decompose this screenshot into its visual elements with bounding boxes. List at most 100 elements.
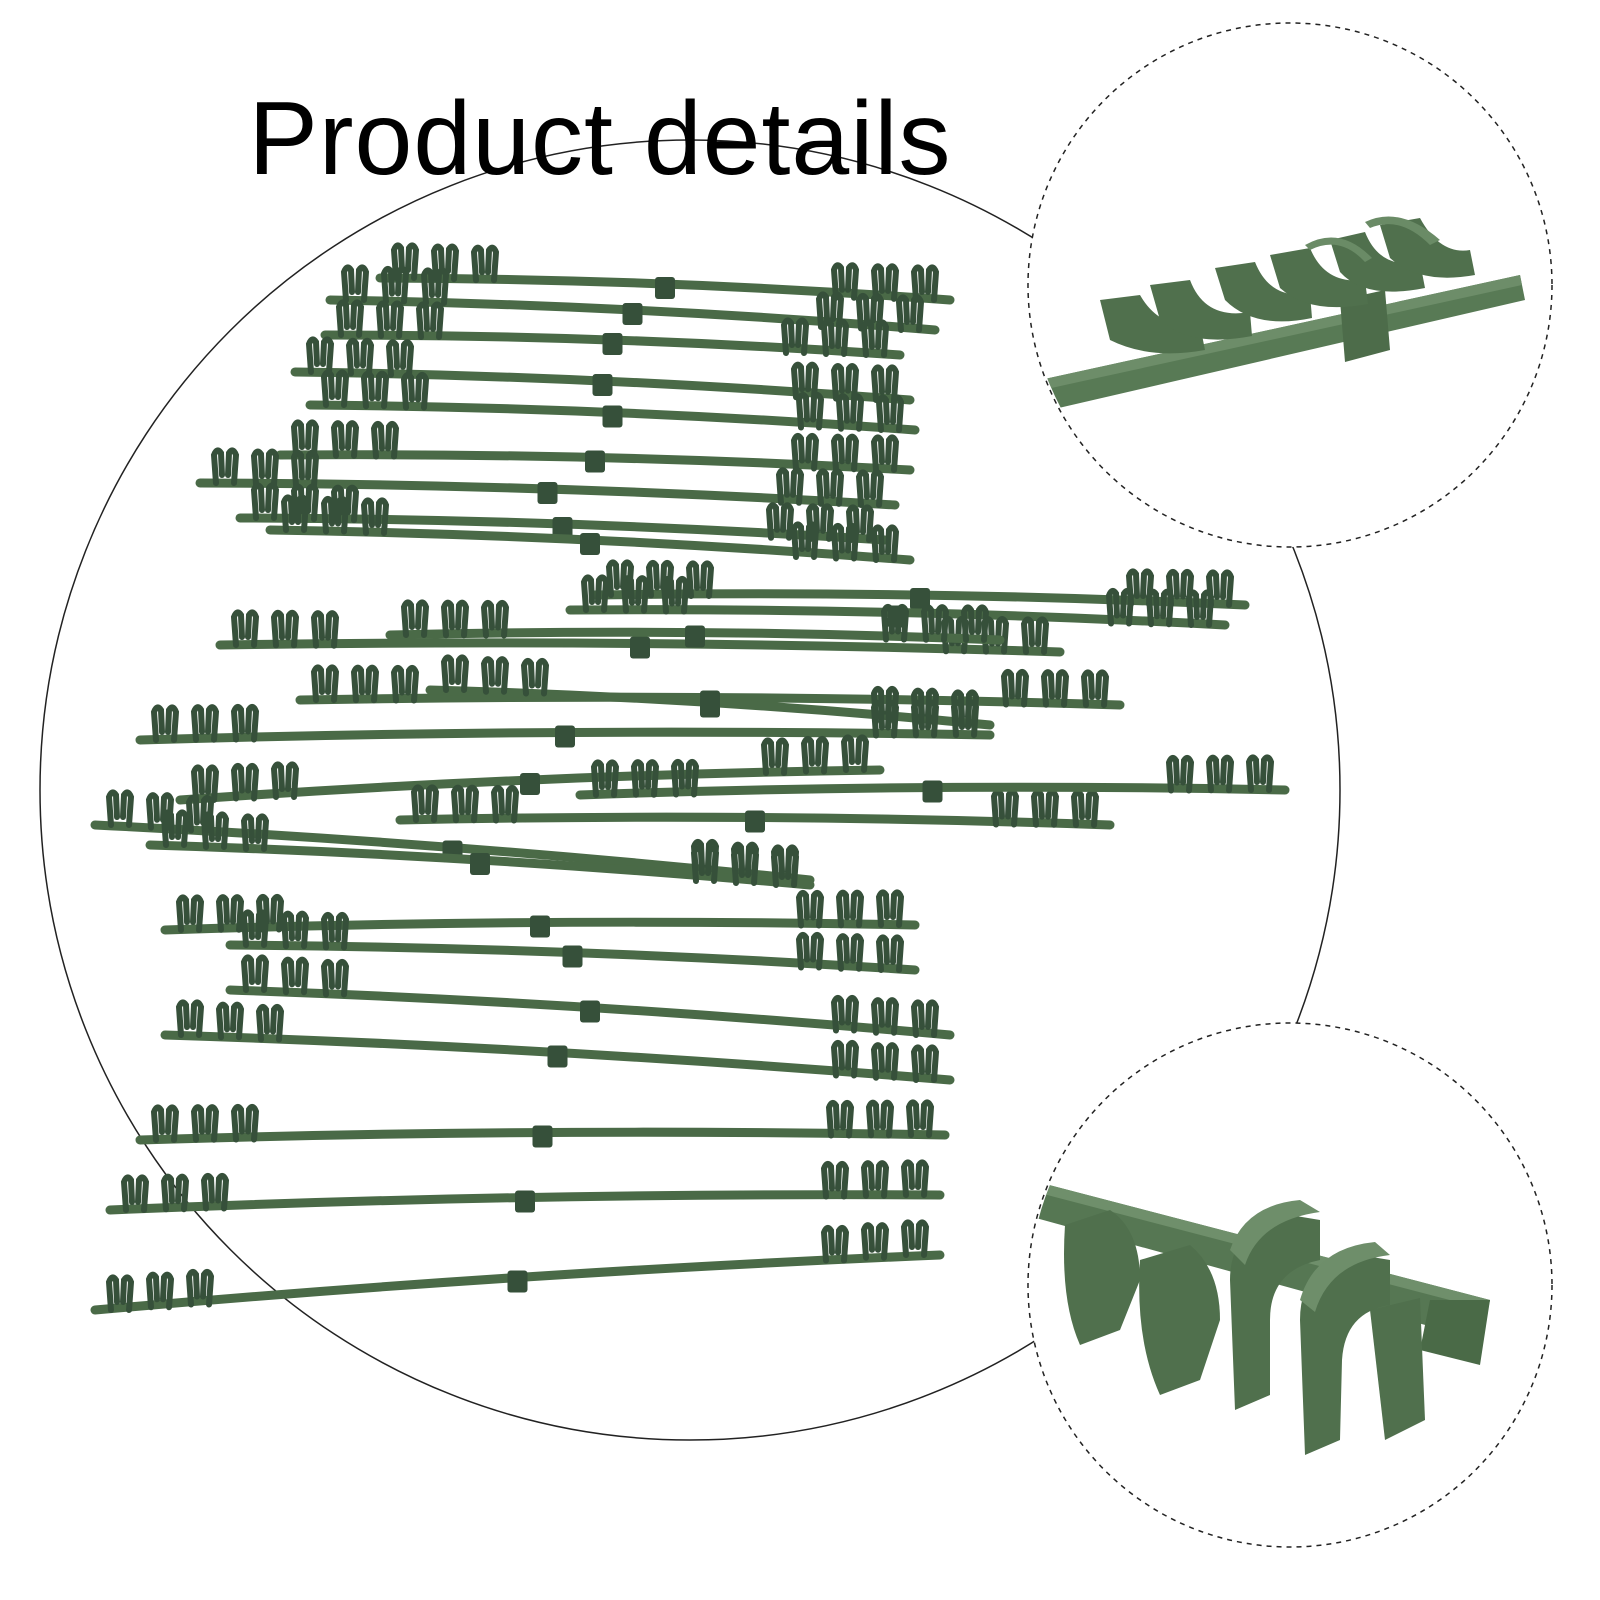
stake-clip [1245,754,1275,793]
stake-clip [145,1271,175,1311]
stake-tab [555,725,575,748]
stake-clip [830,522,860,562]
stake-clip [190,1104,220,1143]
stake-clip [770,849,800,888]
stake-clip [1125,568,1155,607]
stake-clip [765,502,795,541]
stake-clip [175,999,205,1038]
stake-clip [185,794,215,834]
stake-clip [1000,668,1030,708]
stake-tab [520,773,540,795]
stake-clip [430,243,460,283]
stake-clip [280,910,310,950]
stake-clip [790,361,820,401]
page-title: Product details [248,81,952,197]
stake-clip [690,838,720,878]
stake-clip [845,504,875,543]
stake-clip [390,242,420,281]
stake-clip [185,1268,215,1308]
stake-clip [280,494,310,533]
stake-tab [592,374,613,396]
stake-clip [580,574,610,613]
stake-clip [815,468,845,507]
stake-clip [870,685,900,725]
stake-clip [240,813,270,852]
stake-clip [360,370,390,410]
stake-clip [350,664,380,704]
stake-clip [805,503,835,542]
stake-clip [120,1174,150,1213]
stake-clip [800,735,830,775]
stake-clip [865,1099,895,1139]
stake-clip [320,958,350,998]
stake-tab [547,1045,568,1068]
stake-clip [1205,569,1235,608]
stake-clip [415,301,445,340]
stake-clip [410,784,440,823]
stake-clip [230,609,260,648]
stake-pile [90,242,1290,1315]
stake-tab [922,780,943,803]
stake-clip [990,788,1020,828]
stake-clip [490,784,520,824]
stake-clip [420,267,450,306]
stake-clip [630,759,660,798]
stake-clip [255,893,285,933]
stake-clip [1105,587,1135,627]
stake-clip [830,262,860,301]
stake-clip [330,484,360,524]
stake-tab [622,303,643,325]
stake-clip [1030,789,1060,828]
stake-clip [1145,588,1175,628]
stake-clip [240,909,270,948]
stake-clip [775,467,805,506]
stake-clip [1205,754,1235,794]
zoom-circle-top [1027,22,1553,548]
stake-clip [895,294,925,333]
stake-clip [230,762,260,802]
stake-clip [910,687,940,727]
stake-clip [1070,789,1100,828]
stake-clip [385,339,415,378]
stake-tab [515,1190,535,1213]
stake-clip [450,784,480,824]
stake-clip [345,337,375,377]
stake-tab [700,695,720,718]
stake-clip [870,263,900,302]
stake-clip [160,1173,190,1213]
stake-clip [620,575,650,614]
stake-clip [830,1039,860,1079]
stake-clip [215,894,245,933]
stake-clip [1080,669,1110,708]
stake-clip [860,1160,890,1199]
stake-clip [320,369,350,408]
stake-clip [905,1099,935,1138]
stake-clip [855,469,885,508]
stake-clip [820,318,850,357]
stake-clip [730,847,760,886]
stake-tab [507,1270,528,1293]
stake-clip [200,811,230,850]
stake-clip [825,1099,855,1139]
stake-clip [795,391,825,431]
stake-clip [795,889,825,929]
stake-clip [860,319,890,358]
stake-clip [900,1159,930,1198]
stake-clip [310,664,340,703]
stake-clip [330,420,360,459]
stake-clip [230,703,260,743]
stake-clip [390,664,420,704]
stake-tab [580,533,600,555]
stake-clip [870,1042,900,1081]
stake-clip [835,889,865,929]
stake-clip [835,393,865,432]
stake-clip [870,997,900,1036]
stake-clip [960,604,990,643]
stake-tab [602,405,623,428]
stake-clip [950,689,980,728]
stake-clip [860,1222,890,1261]
stake-clip [145,792,175,831]
stake-clip [290,449,320,489]
stake-clip [230,1103,260,1143]
stake-tab [602,333,623,355]
